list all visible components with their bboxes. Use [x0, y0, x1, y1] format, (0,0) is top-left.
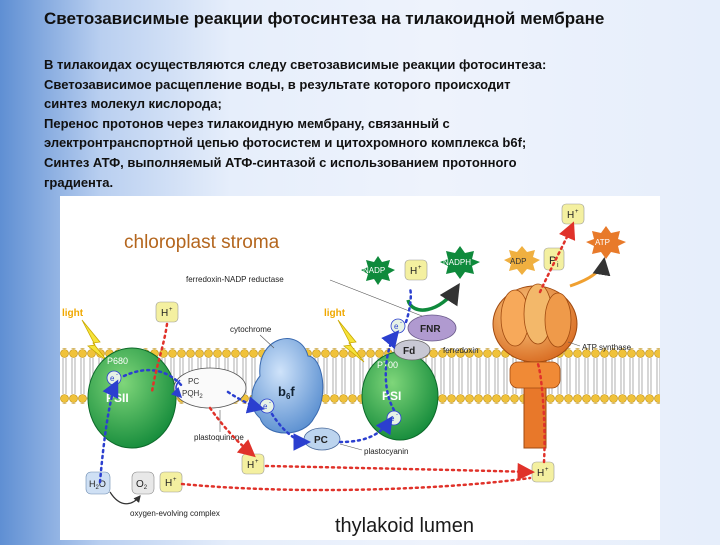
oxygen-molecule: O2 [131, 471, 155, 495]
svg-text:i: i [557, 262, 559, 269]
light-label-right: light [324, 308, 346, 319]
proton-stroma-atp: H + [561, 203, 585, 225]
svg-text:H: H [567, 210, 574, 221]
adp-label: ADP [510, 257, 526, 266]
svg-text:e: e [390, 414, 395, 423]
paragraph-line: Светозависимое расщепление воды, в резул… [44, 76, 511, 92]
svg-text:H: H [247, 460, 254, 471]
p680-label: P680 [107, 356, 128, 366]
plastoquinone-label: plastoquinone [194, 433, 244, 442]
slide-body-text: В тилакоидах осуществляются следу светоз… [44, 55, 704, 192]
svg-text:H: H [410, 266, 417, 277]
water-molecule: H2O [85, 471, 111, 495]
svg-text:P: P [549, 255, 556, 267]
electron-marker-cyt: e - [259, 398, 275, 414]
svg-text:-: - [269, 400, 271, 406]
svg-text:-: - [116, 372, 118, 378]
proton-stroma-psii: H + [155, 301, 179, 323]
paragraph-line: Перенос протонов через тилакоидную мембр… [44, 115, 450, 131]
oec-label: oxygen-evolving complex [130, 509, 220, 518]
svg-text:H: H [161, 308, 168, 319]
proton-transport-path [150, 221, 576, 492]
svg-text:e: e [263, 402, 268, 411]
electron-transport-path [98, 286, 413, 484]
stroma-label: chloroplast stroma [124, 232, 280, 253]
paragraph-line: синтез молекул кислорода; [44, 96, 222, 112]
svg-text:e: e [394, 322, 399, 331]
paragraph-line: градиента. [44, 174, 114, 190]
nadph-starburst: NADPH [440, 246, 480, 279]
atp-synthase [492, 283, 578, 449]
pc-label: PC [188, 377, 199, 386]
proton-lumen-atp: H + [531, 461, 555, 483]
proton-lumen-cyt: H + [241, 453, 265, 475]
svg-text:e: e [110, 374, 115, 383]
plastoquinone-pool: PC PQH2 [170, 367, 247, 409]
water-label: H2O [89, 479, 106, 491]
lumen-label: thylakoid lumen [335, 515, 474, 537]
svg-text:+: + [255, 459, 259, 465]
psi-label: PSI [382, 389, 401, 403]
adp-starburst: ADP [504, 246, 540, 275]
slide-title: Светозависимые реакции фотосинтеза на ти… [44, 9, 605, 28]
atp-synthase-label: ATP synthase [582, 343, 632, 352]
photosystem-i: P700 PSI [361, 351, 439, 441]
diagram-panel: chloroplast stroma thylakoid lumen light… [60, 196, 660, 540]
paragraph-line: электронтранспортной цепью фотосистем и … [44, 135, 527, 151]
svg-text:+: + [575, 209, 579, 215]
nadp-reduction-arrow [406, 283, 460, 312]
b6f-label: b6f [278, 384, 295, 401]
electron-marker-psi-top: e - [390, 318, 406, 334]
water-split-arrow [109, 491, 141, 505]
svg-text:-: - [400, 320, 402, 326]
atp-label: ATP [595, 238, 610, 247]
thylakoid-diagram: chloroplast stroma thylakoid lumen light… [60, 203, 660, 537]
svg-text:+: + [418, 265, 422, 271]
pqh2-label: PQH2 [182, 389, 203, 400]
paragraph-line: В тилакоидах осуществляются следу светоз… [44, 57, 547, 72]
svg-text:-: - [396, 412, 398, 418]
proton-lumen-oec: H + [159, 471, 183, 493]
paragraph-line: Синтез АТФ, выполняемый АТФ-синтазой с и… [44, 154, 517, 170]
proton-stroma-nadp: H + [404, 259, 428, 281]
pi-box: P i [543, 247, 565, 271]
svg-text:+: + [545, 467, 549, 473]
atp-starburst: ATP [586, 226, 626, 259]
p700-label: P700 [377, 360, 398, 370]
svg-text:+: + [173, 477, 177, 483]
light-bolt-right [337, 319, 365, 363]
light-label-left: light [62, 308, 84, 319]
nadp-starburst: NADP [361, 256, 395, 285]
fnr-name-label: ferredoxin-NADP reductase [186, 275, 284, 284]
plastocyanin-label: plastocyanin [364, 447, 408, 456]
svg-text:+: + [169, 307, 173, 313]
svg-text:H: H [537, 468, 544, 479]
nadph-label: NADPH [443, 258, 471, 267]
fnr-label: FNR [420, 324, 441, 335]
plastocyanin-pc: PC [303, 427, 341, 451]
cytochrome-label: cytochrome [230, 325, 272, 334]
svg-text:PC: PC [314, 435, 328, 446]
oxygen-label: O2 [136, 479, 148, 491]
electron-marker-psii: e - [106, 370, 122, 386]
photosystem-ii: P680 PSII [87, 347, 177, 449]
nadp-label: NADP [363, 266, 385, 275]
fnr-complex: FNR [407, 314, 457, 342]
svg-text:H: H [165, 478, 172, 489]
ferredoxin-fd: Fd [393, 339, 431, 361]
atp-formation-arrow [569, 257, 611, 288]
ferredoxin-label: ferredoxin [443, 346, 479, 355]
fd-label: Fd [403, 346, 415, 357]
